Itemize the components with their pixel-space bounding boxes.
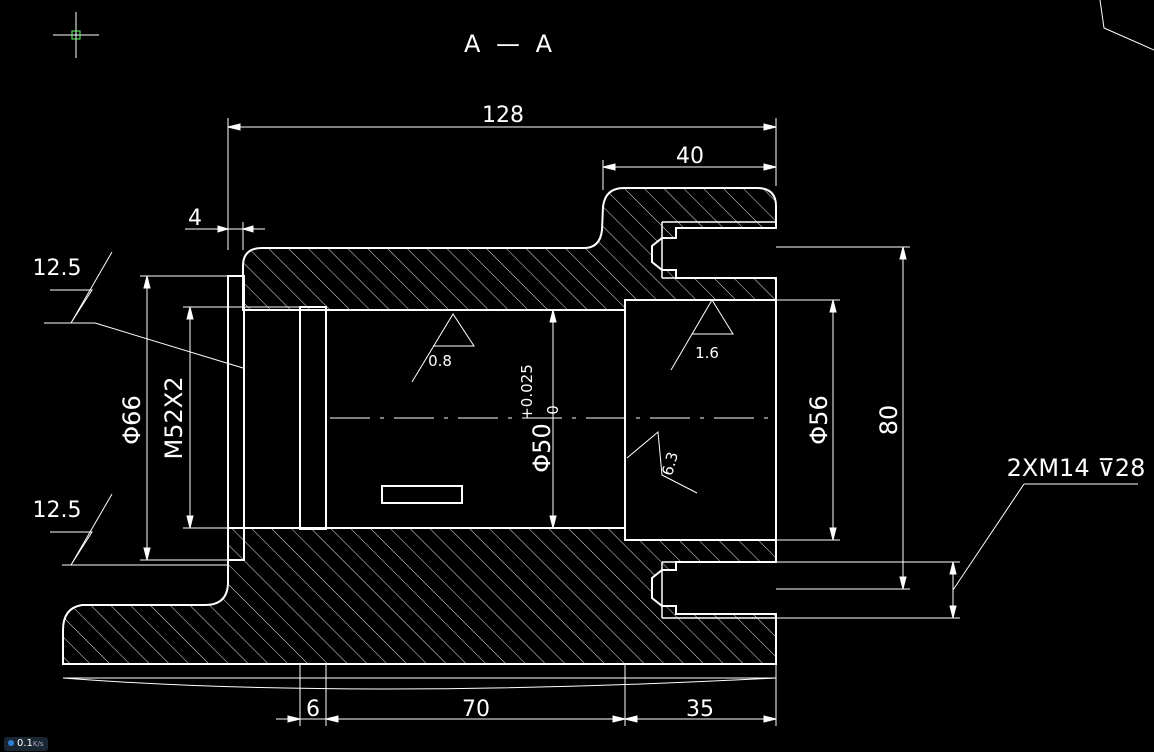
dim-thread-label: M52X2 xyxy=(160,377,188,460)
dim-bore-label: Φ50 xyxy=(528,423,556,472)
roughness-symbol-bottom-left xyxy=(50,493,228,566)
bolt-hole-top xyxy=(661,221,776,279)
network-speed-unit: K/s xyxy=(32,740,44,748)
bolt-hole-bottom xyxy=(661,561,776,619)
partial-outline xyxy=(1099,0,1154,51)
dim-6-label: 6 xyxy=(306,697,320,722)
dim-dia-66 xyxy=(140,275,228,561)
roughness-counterbore-label: 1.6 xyxy=(695,344,719,362)
dim-dia-56 xyxy=(776,299,840,541)
roughness-face-label: 6.3 xyxy=(658,450,682,478)
roughness-symbol-face xyxy=(626,431,698,494)
roughness-symbol-counterbore xyxy=(670,299,734,371)
dim-70-label: 70 xyxy=(462,697,490,722)
roughness-symbol-bore xyxy=(411,313,475,383)
dim-dia-66-label: Φ66 xyxy=(118,395,146,444)
dim-bore xyxy=(549,309,557,529)
dim-flange-length xyxy=(602,160,777,190)
bottom-curve xyxy=(62,677,777,690)
bore-outline xyxy=(227,275,777,561)
dim-dia-56-label: Φ56 xyxy=(805,395,833,444)
bolt-note-label: 2XM14 ⊽28 xyxy=(1007,454,1146,482)
dim-80-label: 80 xyxy=(875,405,903,436)
dim-35-label: 35 xyxy=(686,697,714,722)
network-speed-badge: 0.1K/s xyxy=(4,737,48,751)
dim-chamfer xyxy=(185,222,265,250)
hatch-upper-wall xyxy=(242,187,777,311)
dim-overall-length xyxy=(227,118,777,250)
hatch-lower-wall xyxy=(62,527,777,665)
roughness-bore-label: 0.8 xyxy=(428,352,452,370)
dim-128-label: 128 xyxy=(482,103,524,128)
roughness-top-left-label: 12.5 xyxy=(33,256,82,281)
section-title: A — A xyxy=(464,30,556,58)
network-speed-value: 0.1 xyxy=(17,738,33,749)
dim-height-80 xyxy=(776,246,910,590)
roughness-symbol-top-left xyxy=(44,251,244,369)
dim-bottom-chain xyxy=(276,664,777,726)
bolt-note-leader xyxy=(776,483,1138,619)
dim-40-label: 40 xyxy=(676,144,704,169)
crosshair-cursor-icon xyxy=(53,12,99,58)
roughness-bottom-left-label: 12.5 xyxy=(33,498,82,523)
dim-bore-tol-lower: 0 xyxy=(544,405,562,415)
dim-thread xyxy=(183,306,300,529)
dim-4-label: 4 xyxy=(188,206,202,231)
dim-bore-tol-upper: +0.025 xyxy=(518,364,536,420)
network-status-icon xyxy=(8,740,14,746)
